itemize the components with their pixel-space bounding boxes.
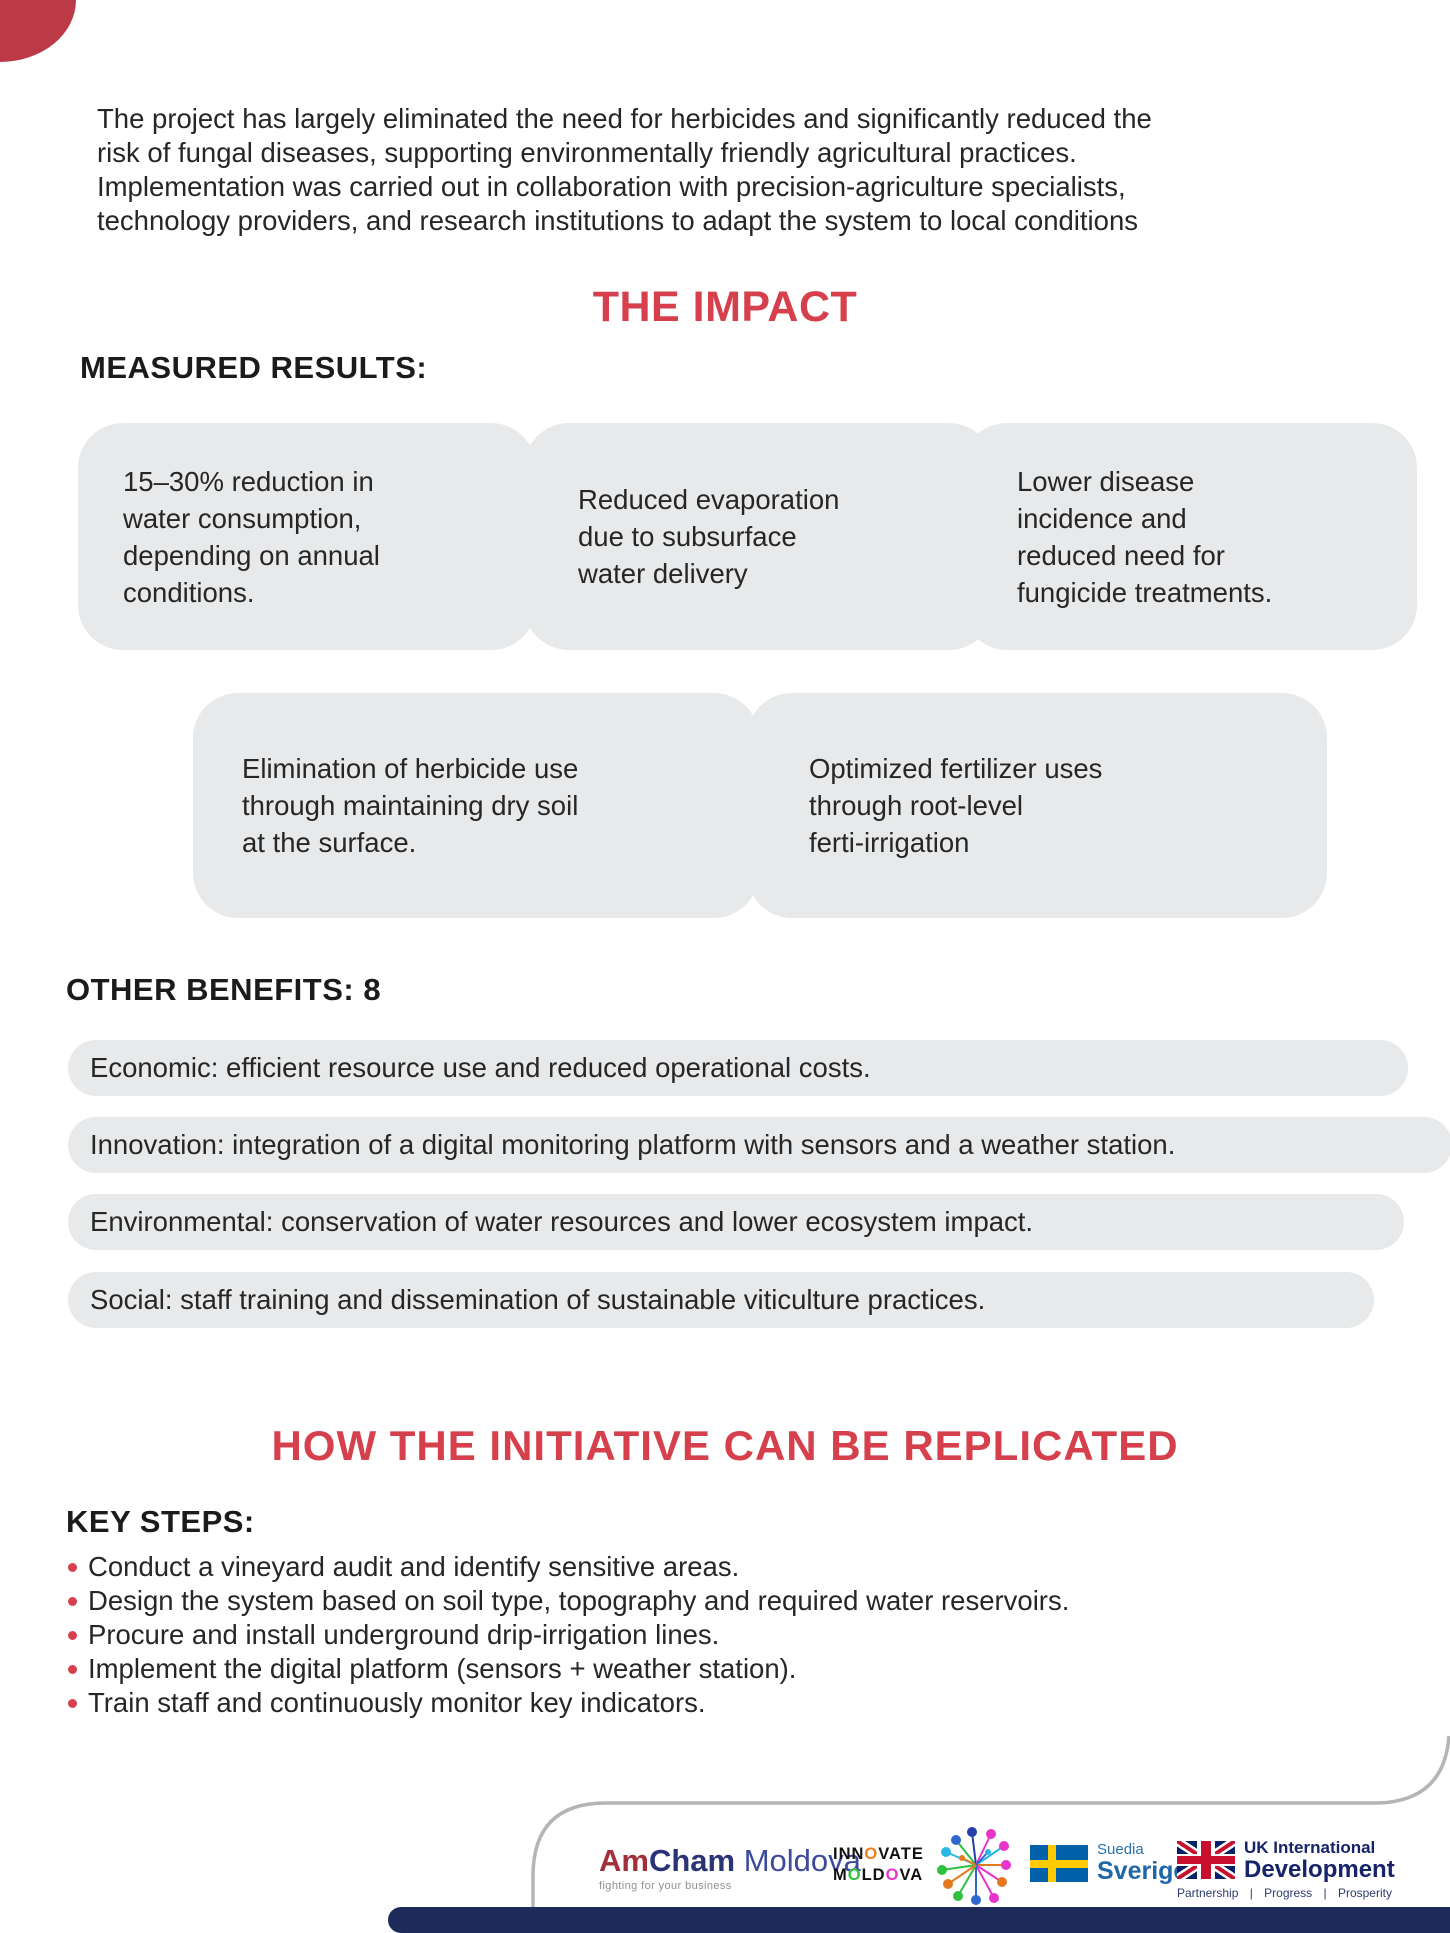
amcham-wordmark: AmCham Moldova — [599, 1845, 861, 1877]
list-item: Train staff and continuously monitor key… — [68, 1686, 1069, 1720]
step-text: Train staff and continuously monitor key… — [88, 1687, 706, 1718]
benefit-pill-text: Innovation: integration of a digital mon… — [90, 1129, 1176, 1160]
network-dots-icon — [937, 1827, 1011, 1905]
innovate-moldova-logo: INNOVATE MOLDOVA — [833, 1844, 924, 1886]
benefit-pill: Social: staff training and dissemination… — [68, 1272, 1374, 1328]
amcham-moldova-logo: AmCham Moldova fighting for your busines… — [599, 1845, 861, 1893]
sweden-label-top: Suedia — [1097, 1841, 1144, 1858]
key-steps-heading: KEY STEPS: — [66, 1504, 255, 1539]
list-item: Conduct a vineyard audit and identify se… — [68, 1550, 1069, 1584]
corner-accent-shape — [0, 0, 76, 62]
step-text: Design the system based on soil type, to… — [88, 1585, 1070, 1616]
sweden-label-bottom: Sverige — [1097, 1857, 1188, 1885]
benefit-pill: Economic: efficient resource use and red… — [68, 1040, 1408, 1096]
step-text: Procure and install underground drip-irr… — [88, 1619, 720, 1650]
benefit-pill-text: Social: staff training and dissemination… — [90, 1284, 986, 1315]
result-card: Optimized fertilizer uses through root-l… — [747, 693, 1327, 918]
moldova-text: VA — [899, 1866, 924, 1884]
result-card: Elimination of herbicide use through mai… — [193, 693, 759, 918]
uk-text-block: UK International Development — [1244, 1838, 1395, 1882]
bullet-icon — [68, 1563, 77, 1572]
result-card-text: Optimized fertilizer uses through root-l… — [809, 753, 1103, 858]
moldova-text: M — [833, 1866, 848, 1884]
benefit-pill: Innovation: integration of a digital mon… — [68, 1117, 1450, 1173]
bullet-icon — [68, 1631, 77, 1640]
replication-title: HOW THE INITIATIVE CAN BE REPLICATED — [271, 1422, 1179, 1469]
green-o-icon: O — [847, 1866, 862, 1884]
innovate-line2: MOLDOVA — [833, 1865, 924, 1886]
step-text: Conduct a vineyard audit and identify se… — [88, 1551, 740, 1582]
bullet-icon — [68, 1597, 77, 1606]
amcham-tagline: fighting for your business — [599, 1880, 732, 1892]
measured-results-heading: MEASURED RESULTS: — [80, 350, 428, 385]
sweden-logo: Suedia Sverige — [1030, 1842, 1187, 1885]
innovate-text: VATE — [878, 1845, 924, 1863]
innovate-text: INN — [833, 1845, 865, 1863]
result-card: 15–30% reduction in water consumption, d… — [78, 423, 536, 650]
innovate-line1: INNOVATE — [833, 1844, 924, 1865]
bullet-icon — [68, 1699, 77, 1708]
uk-development-logo: UK International Development — [1177, 1838, 1395, 1882]
uk-flag-icon — [1177, 1841, 1235, 1879]
amcham-moldova-text: Moldova — [735, 1843, 861, 1878]
result-card: Lower disease incidence and reduced need… — [962, 423, 1417, 650]
bullet-icon — [68, 1665, 77, 1674]
amcham-am-text: Am — [599, 1843, 649, 1878]
result-card-text: Lower disease incidence and reduced need… — [1017, 465, 1273, 608]
bottom-navy-bar — [388, 1907, 1450, 1933]
result-card-text: Elimination of herbicide use through mai… — [242, 753, 579, 858]
impact-title: THE IMPACT — [592, 283, 858, 331]
sweden-flag-icon — [1030, 1845, 1088, 1882]
other-benefits-heading: OTHER BENEFITS: 8 — [66, 972, 382, 1007]
result-card-text: Reduced evaporation due to subsurface wa… — [578, 484, 840, 589]
list-item: Implement the digital platform (sensors … — [68, 1652, 1069, 1686]
orange-o-icon: O — [864, 1845, 879, 1863]
result-card-text: 15–30% reduction in water consumption, d… — [123, 465, 380, 608]
step-text: Implement the digital platform (sensors … — [88, 1653, 797, 1684]
benefit-pill: Environmental: conservation of water res… — [68, 1194, 1404, 1250]
result-card: Reduced evaporation due to subsurface wa… — [524, 423, 994, 650]
intro-paragraph: The project has largely eliminated the n… — [97, 103, 1152, 236]
sweden-text-block: Suedia Sverige — [1097, 1842, 1187, 1885]
uk-tagline: Partnership | Progress | Prosperity — [1177, 1886, 1392, 1900]
magenta-o-icon: O — [885, 1866, 900, 1884]
uk-line1: UK International — [1244, 1838, 1376, 1857]
uk-line2: Development — [1244, 1856, 1395, 1883]
amcham-cham-text: Cham — [648, 1843, 736, 1878]
benefit-pill-text: Environmental: conservation of water res… — [90, 1206, 1034, 1237]
list-item: Procure and install underground drip-irr… — [68, 1618, 1069, 1652]
key-steps-list: Conduct a vineyard audit and identify se… — [68, 1550, 1069, 1720]
list-item: Design the system based on soil type, to… — [68, 1584, 1069, 1618]
moldova-text: LD — [861, 1866, 886, 1884]
benefit-pill-text: Economic: efficient resource use and red… — [90, 1052, 871, 1083]
